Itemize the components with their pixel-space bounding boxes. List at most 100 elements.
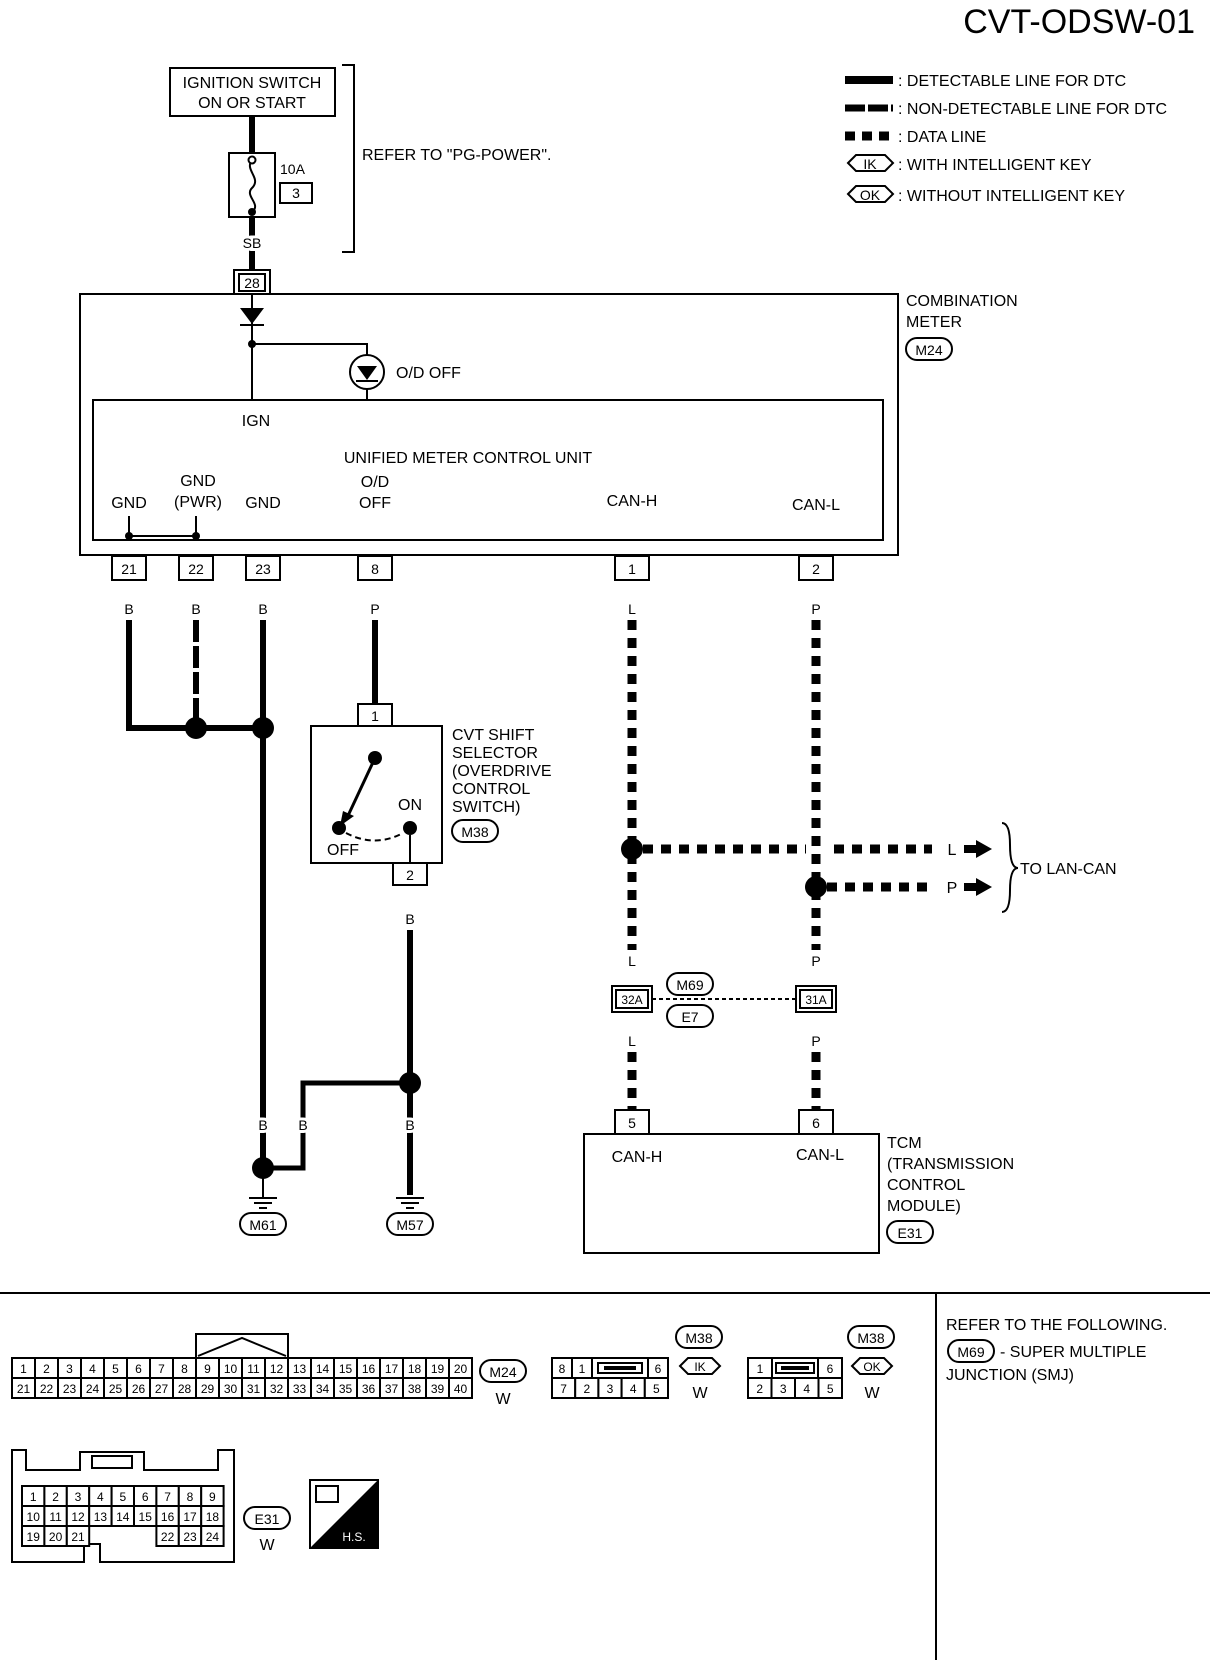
m24-pin-35: 35 bbox=[339, 1382, 353, 1396]
legend-detectable: : DETECTABLE LINE FOR DTC bbox=[898, 73, 1126, 90]
m38-ik-pin-4: 4 bbox=[630, 1382, 637, 1396]
switch-out-wire-color: B bbox=[405, 911, 414, 927]
e7-badge bbox=[666, 1004, 714, 1028]
e31-connector: E31 bbox=[898, 1225, 923, 1241]
gnd-bridge-dot-2 bbox=[192, 532, 200, 540]
legend-non-detectable: : NON-DETECTABLE LINE FOR DTC bbox=[898, 101, 1167, 118]
m38-ik-tag-icon bbox=[678, 1357, 722, 1375]
ok-tag-icon bbox=[846, 185, 895, 203]
lan-l-arrow-icon bbox=[976, 840, 992, 858]
m24-pin-12: 12 bbox=[270, 1362, 284, 1376]
wire-2-color: P bbox=[811, 601, 820, 617]
m38-ik-badge bbox=[675, 1325, 723, 1349]
smj-l-wire-color-top: L bbox=[628, 953, 636, 969]
m24-pin-33: 33 bbox=[293, 1382, 307, 1396]
e31-pin-21-cell bbox=[65, 1525, 91, 1547]
pin-can-l-label: CAN-L bbox=[792, 497, 840, 514]
m24-pin-2: 2 bbox=[43, 1362, 50, 1376]
m38-ok-pin-4: 4 bbox=[803, 1382, 810, 1396]
switch-terminal-2-box bbox=[392, 862, 428, 886]
ground-crossover-wire bbox=[263, 1080, 410, 1171]
meter-name-2: METER bbox=[906, 314, 962, 331]
m57-badge bbox=[386, 1212, 434, 1236]
m24-pin-9: 9 bbox=[204, 1362, 211, 1376]
m38-ik-pin-5: 5 bbox=[653, 1382, 660, 1396]
m38-ok-pin-5: 5 bbox=[827, 1382, 834, 1396]
terminal-1-box bbox=[614, 555, 650, 581]
m24-key-tab bbox=[197, 1336, 287, 1357]
smj-31a-inner bbox=[799, 989, 833, 1009]
e31-pin-9: 9 bbox=[209, 1490, 216, 1504]
gnd-splice-1 bbox=[185, 717, 207, 739]
fuse-number: 3 bbox=[292, 185, 300, 201]
tcm-terminal-5: 5 bbox=[628, 1115, 636, 1131]
m38-connector-badge bbox=[451, 819, 499, 843]
ik-tag: IK bbox=[863, 156, 877, 172]
switch-off-contact bbox=[332, 821, 346, 835]
switch-terminal-2: 2 bbox=[406, 867, 414, 883]
m24-pin-40-cell bbox=[448, 1377, 473, 1399]
m69-badge bbox=[666, 972, 714, 996]
terminal-28: 28 bbox=[244, 275, 260, 291]
terminal-2-box bbox=[798, 555, 834, 581]
m24-pin-3: 3 bbox=[66, 1362, 73, 1376]
m24-pin-6: 6 bbox=[135, 1362, 142, 1376]
ground-cross-wire-color: B bbox=[298, 1117, 307, 1133]
pin-gnd-22-label2: (PWR) bbox=[174, 494, 222, 511]
terminal-22-box bbox=[178, 555, 214, 581]
m38-ik-color: W bbox=[692, 1385, 708, 1402]
meter-name-1: COMBINATION bbox=[906, 293, 1018, 310]
terminal-21: 21 bbox=[121, 561, 137, 577]
control-unit-label: UNIFIED METER CONTROL UNIT bbox=[344, 450, 593, 467]
lan-bracket bbox=[1001, 822, 1019, 913]
refer-power: REFER TO "PG-POWER". bbox=[362, 147, 551, 164]
m24-face-badge bbox=[479, 1359, 527, 1383]
m24-pin-34: 34 bbox=[316, 1382, 330, 1396]
hs-connector-icon bbox=[315, 1485, 339, 1503]
smj-p-wire-color-top: P bbox=[811, 953, 820, 969]
switch-terminal-1: 1 bbox=[371, 708, 379, 724]
e31-pin-18: 18 bbox=[206, 1510, 220, 1524]
selector-line5: SWITCH) bbox=[452, 799, 520, 816]
e31-pin-4: 4 bbox=[97, 1490, 104, 1504]
e31-pin-12: 12 bbox=[71, 1510, 85, 1524]
selector-line3: (OVERDRIVE bbox=[452, 763, 552, 780]
can-l-splice bbox=[805, 876, 827, 898]
e31-face-color: W bbox=[259, 1537, 275, 1554]
switch-on-label: ON bbox=[398, 797, 422, 814]
lan-l-arrow-shaft bbox=[964, 845, 978, 853]
e31-pin-2: 2 bbox=[52, 1490, 59, 1504]
m38-ok-pin-3: 3 bbox=[780, 1382, 787, 1396]
e31-pin-1: 1 bbox=[30, 1490, 37, 1504]
m38-ik-pin-3: 3 bbox=[607, 1382, 614, 1396]
m24-pin-22: 22 bbox=[40, 1382, 54, 1396]
e31-pin-24-cell bbox=[200, 1525, 225, 1547]
m24-pin-4: 4 bbox=[89, 1362, 96, 1376]
m24-pin-16: 16 bbox=[362, 1362, 376, 1376]
gnd-bridge-dot-1 bbox=[125, 532, 133, 540]
tcm-line4: MODULE) bbox=[887, 1198, 961, 1215]
m24-pin-25: 25 bbox=[109, 1382, 123, 1396]
m38-ik-latch-inner bbox=[604, 1366, 636, 1370]
e31-pin-21: 21 bbox=[71, 1530, 85, 1544]
m24-pin-15: 15 bbox=[339, 1362, 353, 1376]
tcm-box bbox=[583, 1133, 880, 1254]
selector-line2: SELECTOR bbox=[452, 745, 538, 762]
switch-on-contact bbox=[403, 821, 417, 835]
m24-pin-21: 21 bbox=[17, 1382, 31, 1396]
m38-ok-tag: OK bbox=[863, 1360, 880, 1374]
ok-tag: OK bbox=[860, 187, 881, 203]
m61-badge bbox=[239, 1212, 287, 1236]
e31-pin-20: 20 bbox=[49, 1530, 63, 1544]
e31-pin-17: 17 bbox=[183, 1510, 197, 1524]
refer-note-line1: REFER TO THE FOLLOWING. bbox=[946, 1317, 1167, 1334]
e31-pin-13: 13 bbox=[94, 1510, 108, 1524]
m24-pin-27: 27 bbox=[155, 1382, 169, 1396]
lan-p-arrow-icon bbox=[976, 878, 992, 896]
m24-pin-8: 8 bbox=[181, 1362, 188, 1376]
e31-face-badge bbox=[243, 1506, 291, 1530]
tcm-terminal-6-box bbox=[798, 1109, 834, 1135]
e31-face-name: E31 bbox=[255, 1511, 280, 1527]
m24-pin-30: 30 bbox=[224, 1382, 238, 1396]
